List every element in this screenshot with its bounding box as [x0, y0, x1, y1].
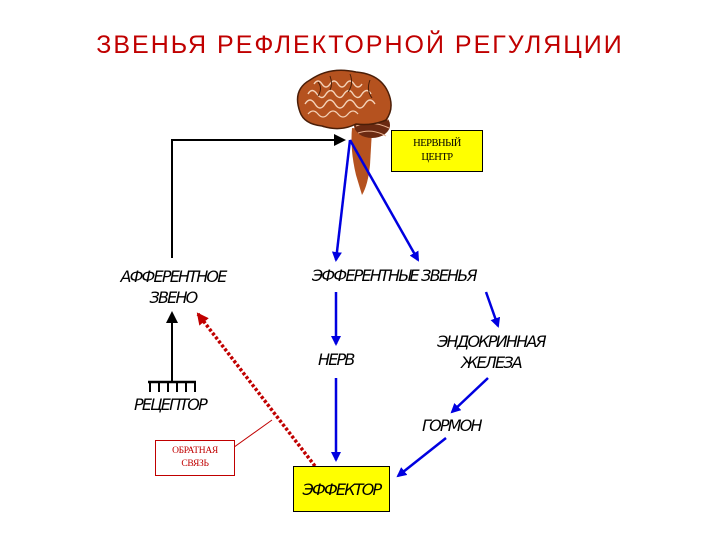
nerve-center-box: НЕРВНЫЙ ЦЕНТР	[391, 130, 483, 172]
afferent-label-2: ЗВЕНО	[149, 288, 199, 307]
feedback-pointer-line	[229, 419, 273, 451]
endocrine-gland-label: ЭНДОКРИННАЯ ЖЕЛЕЗА	[428, 331, 554, 373]
endocrine-label-1: ЭНДОКРИННАЯ	[437, 332, 546, 351]
nerve-center-label-1: НЕРВНЫЙ	[413, 138, 461, 149]
effector-box: ЭФФЕКТОР	[293, 466, 390, 512]
efferent-to-endocrine-arrow	[484, 291, 501, 328]
afferent-path-line	[171, 134, 346, 258]
page-title: ЗВЕНЬЯ РЕФЛЕКТОРНОЙ РЕГУЛЯЦИИ	[96, 31, 624, 59]
brain-to-nerve-arrow	[331, 139, 352, 262]
feedback-box: ОБРАТНАЯ СВЯЗЬ	[155, 440, 235, 476]
hormone-to-effector-arrow	[396, 437, 447, 478]
efferent-links-label: ЭФФЕРЕНТНЫЕ ЗВЕНЬЯ	[312, 266, 478, 285]
afferent-label-1: АФФЕРЕНТНОЕ	[120, 267, 227, 286]
endocrine-label-2: ЖЕЛЕЗА	[461, 353, 523, 372]
nerve-label: НЕРВ	[318, 350, 355, 369]
feedback-arrow	[196, 312, 320, 472]
effector-label: ЭФФЕКТОР	[302, 479, 383, 499]
nerve-center-label-2: ЦЕНТР	[421, 152, 453, 163]
feedback-label-2: СВЯЗЬ	[181, 459, 209, 469]
brain-icon	[296, 69, 392, 195]
brain-to-endocrine-arrow	[348, 139, 420, 262]
receptor-label: РЕЦЕПТОР	[134, 395, 208, 414]
hormone-label: ГОРМОН	[422, 416, 483, 435]
afferent-link-label: АФФЕРЕНТНОЕ ЗВЕНО	[112, 266, 234, 308]
receptor-comb-icon	[148, 380, 196, 392]
feedback-label-1: ОБРАТНАЯ	[172, 446, 218, 456]
endocrine-to-hormone-arrow	[450, 377, 489, 414]
